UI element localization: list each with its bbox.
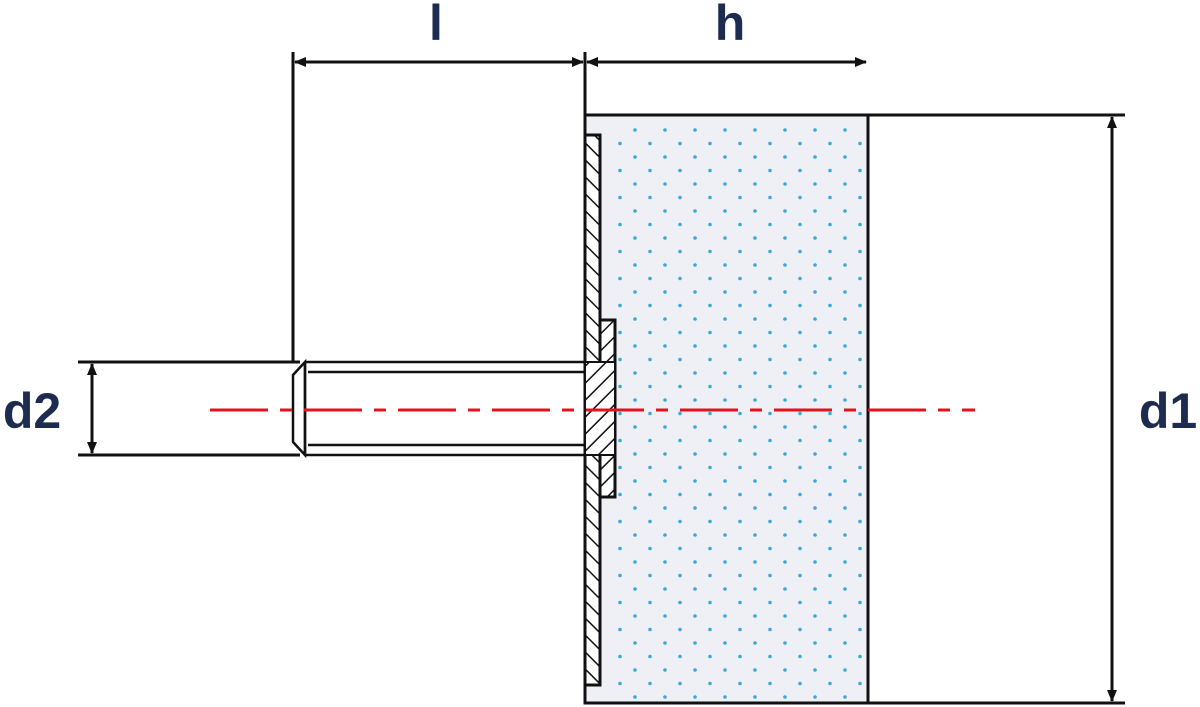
- threaded-stud: [291, 358, 585, 459]
- dimension-lines: [78, 52, 1125, 705]
- height-label: h: [715, 0, 746, 51]
- d1-label: d1: [1139, 383, 1197, 439]
- d2-label: d2: [3, 383, 61, 439]
- length-label: l: [429, 0, 443, 51]
